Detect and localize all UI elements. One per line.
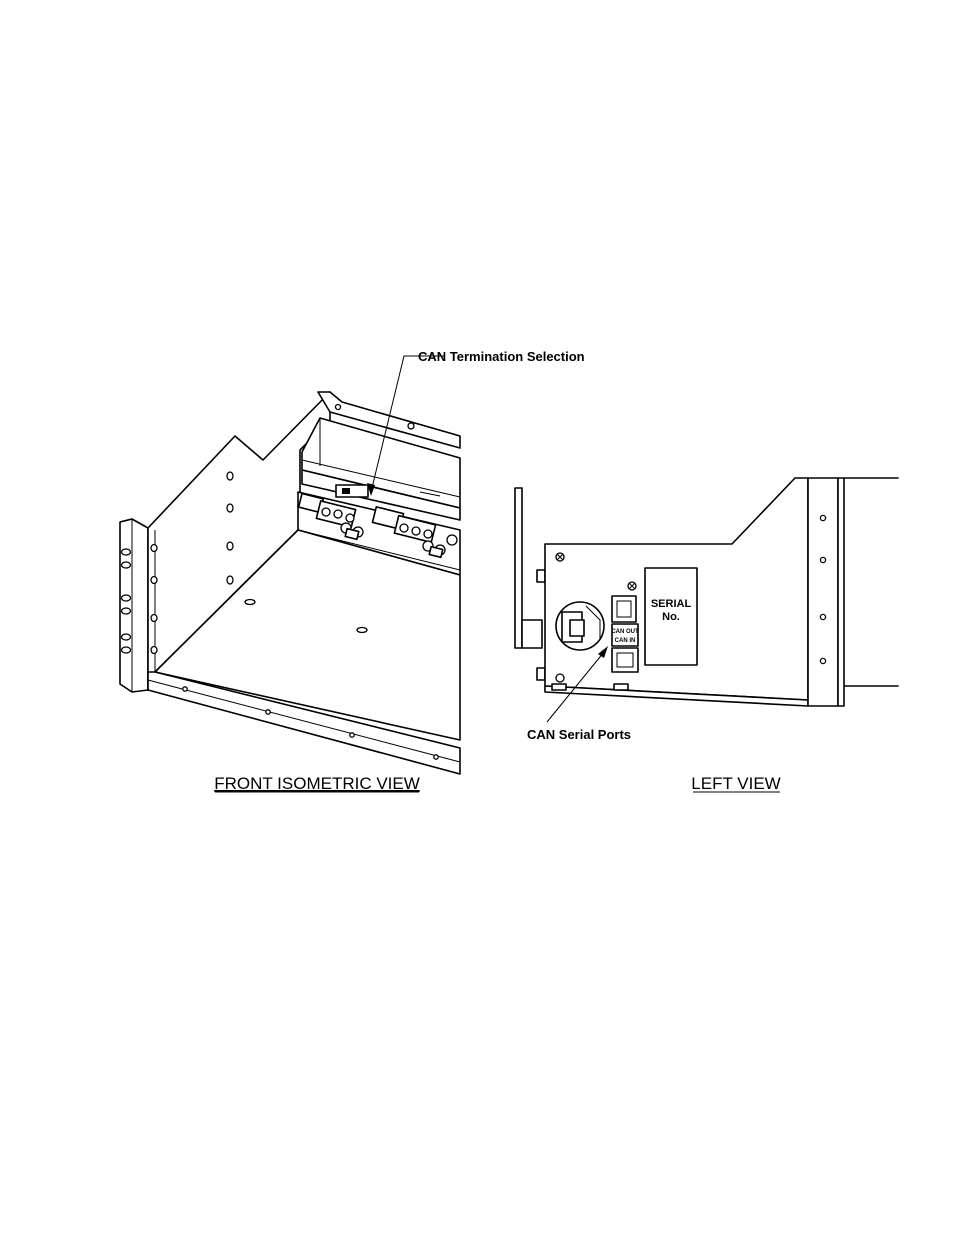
right-flange [807, 477, 899, 707]
rack-ear-left [119, 518, 149, 693]
can-in-port [611, 647, 639, 673]
can-ports: CAN OUT CAN IN [611, 595, 639, 673]
module-body [301, 417, 461, 521]
can-out-port [611, 595, 637, 623]
serial-plate: SERIAL No. [644, 567, 698, 666]
callout-can-termination: CAN Termination Selection [367, 349, 585, 496]
front-view-caption: FRONT ISOMETRIC VIEW [214, 774, 420, 793]
front-lip [147, 671, 461, 775]
connector-panel [297, 491, 461, 576]
can-in-label: CAN IN [615, 638, 636, 644]
can-out-label: CAN OUT [611, 629, 639, 635]
front-isometric-view: CAN Termination Selection FRONT ISOMETRI… [119, 349, 585, 793]
can-termination-label: CAN Termination Selection [418, 349, 585, 364]
termination-switch [335, 484, 369, 498]
vent-window [555, 601, 605, 651]
can-serial-ports-label: CAN Serial Ports [527, 727, 631, 742]
chassis-floor [154, 529, 461, 741]
left-bracket [514, 487, 546, 681]
can-port-label-box [611, 623, 639, 647]
left-view-caption: LEFT VIEW [691, 774, 780, 793]
serial-no-label: No. [662, 611, 680, 623]
left-view: CAN OUT CAN IN SERIAL No. CAN Serial [514, 477, 899, 793]
serial-label: SERIAL [651, 598, 692, 610]
callout-can-serial-ports: CAN Serial Ports [527, 646, 631, 742]
